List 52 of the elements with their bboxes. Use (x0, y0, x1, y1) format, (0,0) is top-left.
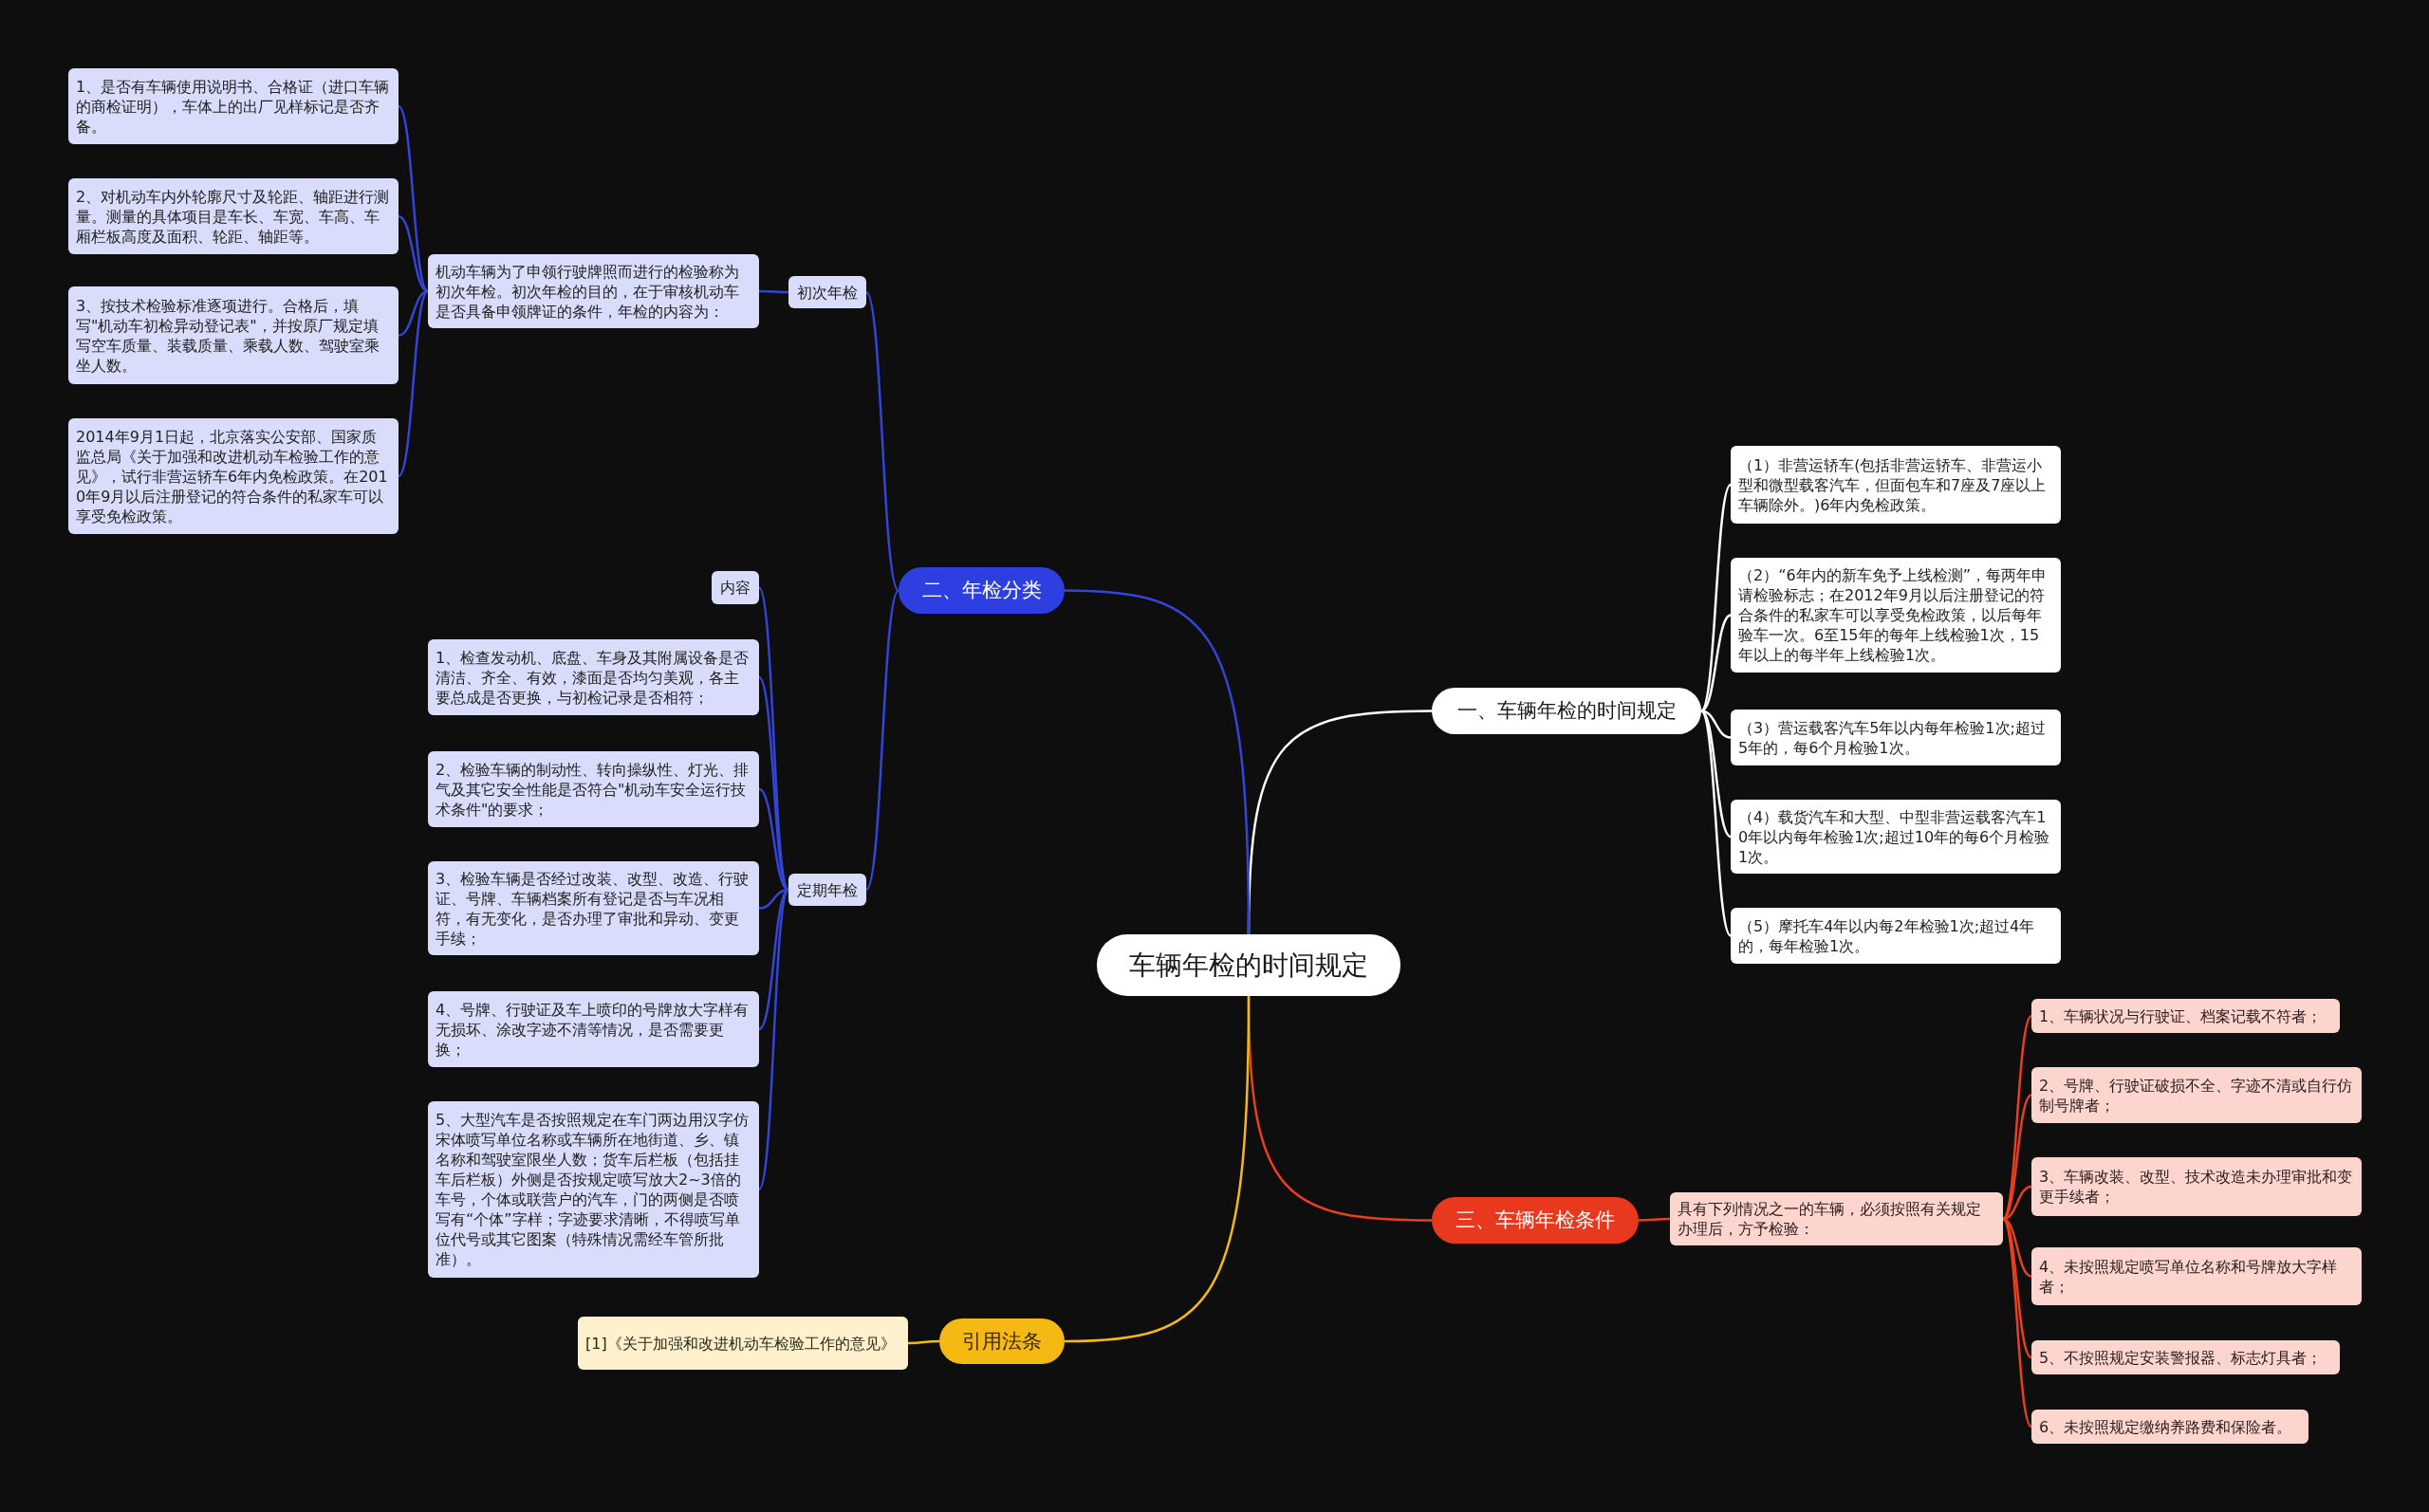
branch-topic: 一、车辆年检的时间规定 (1432, 688, 1701, 734)
branch-topic: 二、年检分类 (899, 567, 1065, 614)
note-box: （3）营运载客汽车5年以内每年检验1次;超过5年的，每6个月检验1次。 (1731, 710, 2061, 765)
note-box: 机动车辆为了申领行驶牌照而进行的检验称为初次年检。初次年检的目的，在于审核机动车是否具备申领牌证的条件，年检的内容为： (428, 254, 759, 328)
note-box: （1）非营运轿车(包括非营运轿车、非营运小型和微型载客汽车，但面包车和7座及7座以上车辆除外。)6年内免检政策。 (1731, 446, 2061, 524)
subtopic-label: 内容 (712, 571, 759, 604)
note-box: 5、不按照规定安装警报器、标志灯具者； (2031, 1340, 2340, 1374)
note-box: 3、按技术检验标准逐项进行。合格后，填写"机动车初检异动登记表"，并按原厂规定填写空车质量、装载质量、乘载人数、驾驶室乘坐人数。 (68, 286, 399, 384)
connector-line (398, 105, 429, 292)
connector-line (2002, 1094, 2032, 1220)
connector-line (758, 889, 789, 1030)
note-box: 2、检验车辆的制动性、转向操纵性、灯光、排气及其它安全性能是否符合"机动车安全运行技术条件"的要求； (428, 751, 759, 827)
central-topic: 车辆年检的时间规定 (1097, 934, 1400, 996)
connector-line (908, 1339, 939, 1345)
note-box: （4）载货汽车和大型、中型非营运载客汽车10年以内每年检验1次;超过10年的每6个月检验1次。 (1731, 800, 2061, 874)
note-box: 1、是否有车辆使用说明书、合格证（进口车辆的商检证明），车体上的出厂见样标记是否齐备。 (68, 68, 399, 144)
subtopic-label: 初次年检 (788, 276, 866, 308)
note-box: 3、车辆改装、改型、技术改造未办理审批和变更手续者； (2031, 1157, 2362, 1216)
connector-line (1700, 710, 1732, 937)
connector-line (864, 291, 900, 592)
note-box: 4、未按照规定喷写单位名称和号牌放大字样者； (2031, 1247, 2362, 1305)
connector-line (1700, 484, 1732, 712)
connector-line (1064, 996, 1251, 1343)
connector-line (2002, 1218, 2032, 1428)
connector-line (757, 889, 790, 1190)
note-box: 5、大型汽车是否按照规定在车门两边用汉字仿宋体喷写单位名称或车辆所在地街道、乡、镇名称和驾驶室限坐人数；货车后栏板（包括挂车后栏板）外侧是否按规定喷写放大2~3倍的车号，个体或联营户的汽车，门的两侧是否喷写有“个体”字样；字迹要求清晰，不得喷写单位代号或其它图案（特殊情况需经车管所批准）。 (428, 1101, 759, 1278)
note-box: 1、检查发动机、底盘、车身及其附属设备是否清洁、齐全、有效，漆面是否均匀美观，各主要总成是否更换，与初检记录是否相符； (428, 639, 759, 715)
connector-line (864, 589, 900, 891)
note-box: 2、号牌、行驶证破损不全、字迹不清或自行仿制号牌者； (2031, 1067, 2362, 1123)
subtopic-label: 定期年检 (788, 874, 866, 906)
connector-line (2002, 1015, 2032, 1220)
note-box: 4、号牌、行驶证及车上喷印的号牌放大字样有无损坏、涂改字迹不清等情况，是否需要更换； (428, 991, 759, 1067)
connector-line (1700, 614, 1732, 712)
connector-line (398, 289, 429, 337)
connector-line (398, 214, 429, 293)
note-box: （2）“6年内的新车免予上线检测”，每两年申请检验标志；在2012年9月以后注册登记的符合条件的私家车可以享受免检政策，以后每年验车一次。6至15年的每年上线检验1次，15年以上的每半年上线检验1次。 (1731, 558, 2061, 673)
note-box: 2014年9月1日起，北京落实公安部、国家质监总局《关于加强和改进机动车检验工作的意见》，试行非营运轿车6年内免检政策。在2010年9月以后注册登记的符合条件的私家车可以享受免检政策。 (68, 418, 399, 534)
note-box: 3、检验车辆是否经过改装、改型、改造、行驶证、号牌、车辆档案所有登记是否与车况相符，有无变化，是否办理了审批和异动、变更手续； (428, 861, 759, 955)
note-box: 2、对机动车内外轮廓尺寸及轮距、轴距进行测量。测量的具体项目是车长、车宽、车高、车厢栏板高度及面积、轮距、轴距等。 (68, 178, 399, 254)
connector-line (1700, 710, 1732, 838)
connector-line (758, 676, 789, 891)
note-box: 6、未按照规定缴纳养路费和保险者。 (2031, 1410, 2308, 1444)
note-box: [1]《关于加强和改进机动车检验工作的意见》 (578, 1317, 908, 1370)
note-box: （5）摩托车4年以内每2年检验1次;超过4年的，每年检验1次。 (1731, 908, 2061, 964)
note-box: 1、车辆状况与行驶证、档案记载不符者； (2031, 999, 2340, 1033)
branch-topic: 三、车辆年检条件 (1432, 1197, 1639, 1244)
connector-line (759, 289, 788, 294)
connector-line (1639, 1217, 1670, 1222)
connector-line (1064, 589, 1251, 934)
branch-topic: 引用法条 (939, 1318, 1065, 1364)
note-box: 具有下列情况之一的车辆，必须按照有关规定办理后，方予检验： (1670, 1192, 2003, 1245)
connector-line (398, 290, 429, 477)
